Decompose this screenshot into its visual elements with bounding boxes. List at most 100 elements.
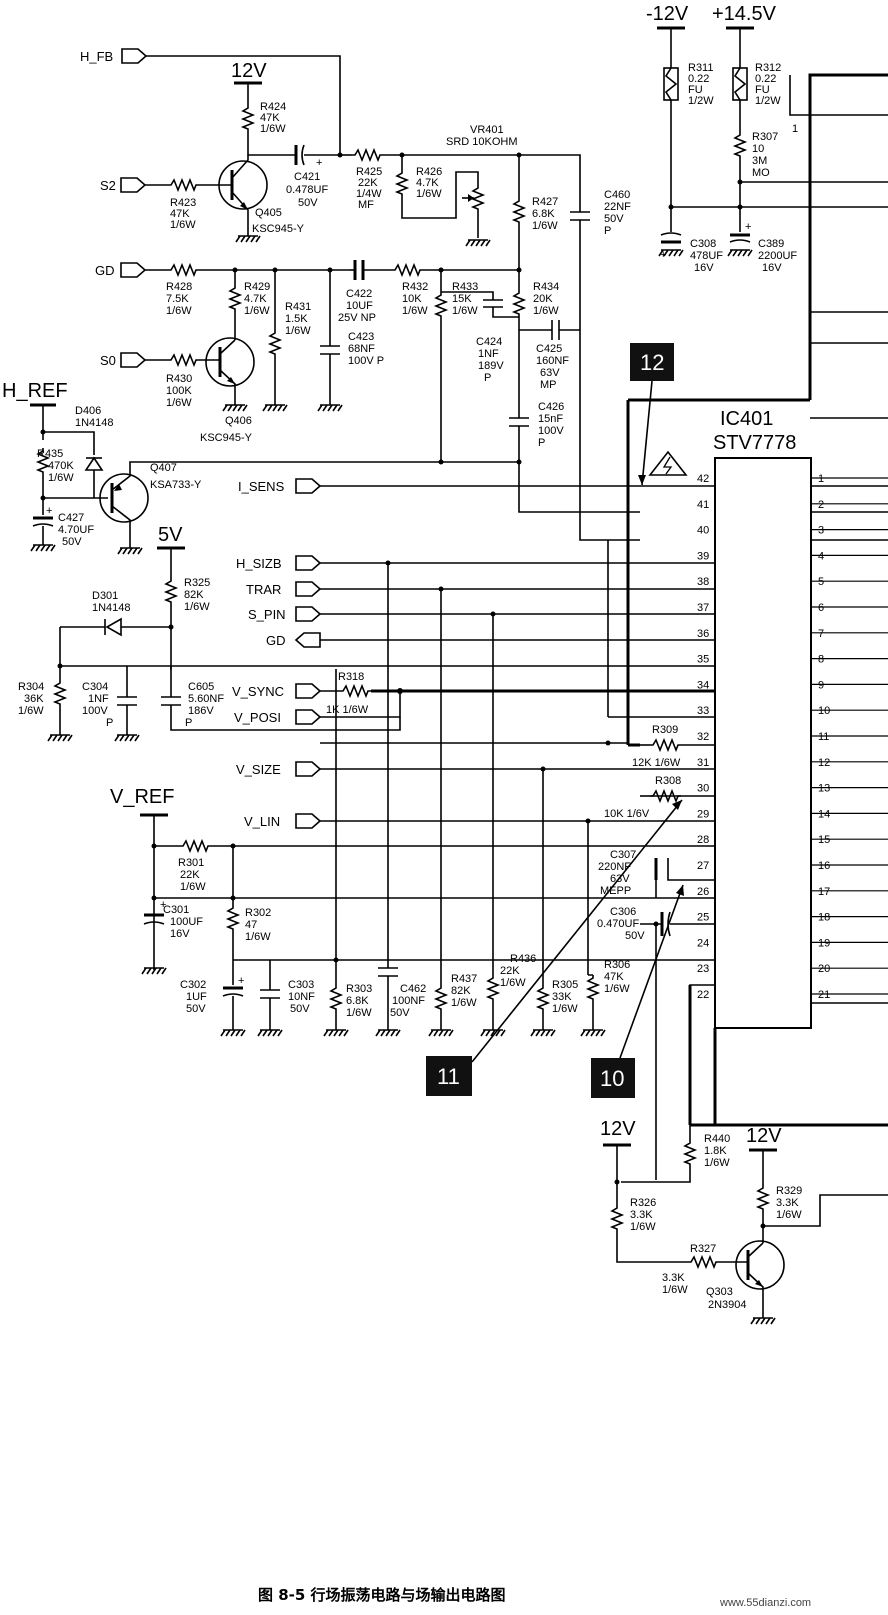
svg-text:1/6W: 1/6W	[166, 397, 192, 409]
svg-text:1NF: 1NF	[478, 348, 499, 360]
q407-part: KSA733-Y	[150, 479, 202, 491]
q406-ref: Q406	[225, 415, 252, 427]
svg-text:5.60NF: 5.60NF	[188, 693, 224, 705]
r326-label: R326 3.3K 1/6W	[630, 1197, 656, 1233]
q405-part: KSC945-Y	[252, 223, 305, 235]
r307-label: R307 10 3M MO	[752, 131, 778, 179]
svg-text:50V: 50V	[298, 197, 318, 209]
ic-right-pin-1: 1	[818, 473, 824, 485]
svg-text:R431: R431	[285, 301, 311, 313]
gd-mid-port	[294, 632, 321, 648]
svg-text:C460: C460	[604, 189, 630, 201]
svg-text:C421: C421	[294, 171, 320, 183]
c422-capacitor	[350, 260, 392, 280]
ic-left-pin-37: 37	[697, 602, 709, 614]
svg-text:10: 10	[752, 143, 764, 155]
ic-left-pin-27: 27	[697, 860, 709, 872]
ic-left-pin-31: 31	[697, 757, 709, 769]
svg-text:C303: C303	[288, 979, 314, 991]
svg-text:+: +	[745, 221, 751, 233]
ic-right-pin-16: 16	[818, 860, 830, 872]
c301-capacitor	[143, 913, 165, 925]
v-ref-label: V_REF	[110, 786, 174, 808]
r437-label: R437 82K 1/6W	[451, 973, 477, 1009]
ic-right-pin-7: 7	[818, 628, 824, 640]
svg-text:R433: R433	[452, 281, 478, 293]
svg-text:22K: 22K	[358, 177, 378, 189]
supply-12v-bottom-left: 12V	[600, 1118, 636, 1140]
svg-text:1/6W: 1/6W	[285, 325, 311, 337]
ic-right-pin-11: 11	[818, 731, 829, 743]
svg-text:1UF: 1UF	[186, 991, 207, 1003]
svg-text:SRD 10KOHM: SRD 10KOHM	[446, 136, 518, 148]
svg-text:R440: R440	[704, 1133, 730, 1145]
h-sizb-label: H_SIZB	[236, 556, 282, 571]
svg-text:50V: 50V	[604, 213, 624, 225]
svg-text:16V: 16V	[762, 262, 782, 274]
c306-label: C306 0.470UF 50V	[597, 906, 645, 942]
r318-ref: R318	[338, 671, 364, 683]
r311-label: R311 0.22 FU 1/2W	[688, 62, 714, 107]
svg-text:10: 10	[600, 1066, 624, 1091]
svg-text:R423: R423	[170, 197, 196, 209]
svg-text:1/2W: 1/2W	[688, 95, 714, 107]
ic-left-pin-26: 26	[697, 886, 709, 898]
svg-text:186V: 186V	[188, 705, 214, 717]
ic-left-pin-41: 41	[697, 499, 709, 511]
svg-text:C605: C605	[188, 681, 214, 693]
svg-text:50V: 50V	[625, 930, 645, 942]
svg-text:MO: MO	[752, 167, 770, 179]
c427-label: C427 4.70UF 50V	[58, 512, 94, 548]
ic-left-pin-39: 39	[697, 550, 709, 562]
c421-capacitor	[290, 144, 340, 166]
vr401-label: VR401 SRD 10KOHM	[446, 124, 518, 148]
svg-text:R304: R304	[18, 681, 44, 693]
ic-left-pin-38: 38	[697, 576, 709, 588]
ic-left-pin-29: 29	[697, 808, 709, 820]
ic-right-pin-19: 19	[818, 937, 830, 949]
q406-part: KSC945-Y	[200, 432, 253, 444]
svg-text:C302: C302	[180, 979, 206, 991]
h-fb-label: H_FB	[80, 49, 113, 64]
svg-text:1/6W: 1/6W	[180, 881, 206, 893]
r305-label: R305 33K 1/6W	[552, 979, 578, 1015]
svg-text:0.470UF: 0.470UF	[597, 918, 639, 930]
ic-right-pin-10: 10	[818, 705, 830, 717]
svg-text:R434: R434	[533, 281, 559, 293]
r430-label: R430 100K 1/6W	[166, 373, 192, 409]
svg-text:7.5K: 7.5K	[166, 293, 189, 305]
r327-value: 3.3K	[662, 1272, 685, 1284]
c302-capacitor	[222, 986, 244, 997]
svg-text:R325: R325	[184, 577, 210, 589]
svg-text:12: 12	[640, 350, 664, 375]
c605-label: C605 5.60NF 186V P	[185, 681, 224, 729]
r423-label: R423 47K 1/6W	[170, 197, 196, 231]
ic-right-pin-17: 17	[818, 886, 830, 898]
svg-text:47: 47	[245, 919, 257, 931]
svg-text:220NF: 220NF	[598, 861, 631, 873]
ic-right-pin-20: 20	[818, 963, 830, 975]
svg-text:P: P	[484, 372, 491, 384]
svg-text:3M: 3M	[752, 155, 767, 167]
c462-label: C462 100NF 50V	[390, 983, 426, 1019]
r434-label: R434 20K 1/6W	[533, 281, 559, 317]
svg-text:R329: R329	[776, 1185, 802, 1197]
svg-text:100NF: 100NF	[392, 995, 425, 1007]
q303-part: 2N3904	[708, 1299, 747, 1311]
ic-left-pin-35: 35	[697, 654, 709, 666]
svg-text:R311: R311	[688, 62, 713, 74]
watermark: www.55dianzi.com	[719, 1597, 811, 1609]
c423-label: C423 68NF 100V P	[348, 331, 384, 367]
v-posi-label: V_POSI	[234, 710, 281, 725]
svg-text:+: +	[316, 157, 322, 169]
ic-right-pin-2: 2	[818, 499, 824, 511]
d406-label: D406 1N4148	[75, 405, 114, 429]
svg-text:R302: R302	[245, 907, 271, 919]
r440-label: R440 1.8K 1/6W	[704, 1133, 730, 1169]
svg-text:22NF: 22NF	[604, 201, 631, 213]
q406-transistor	[205, 337, 255, 405]
svg-text:63V: 63V	[540, 367, 560, 379]
svg-text:33K: 33K	[552, 991, 572, 1003]
ic-left-pin-33: 33	[697, 705, 709, 717]
ic-right-pin-13: 13	[818, 783, 830, 795]
